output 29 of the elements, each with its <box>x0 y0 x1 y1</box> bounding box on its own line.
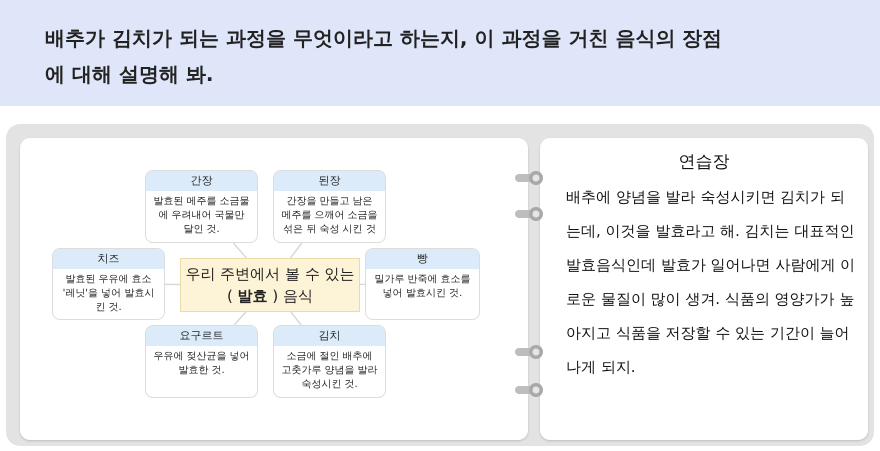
topic-card <box>273 325 386 398</box>
central-topic-box: 우리 주변에서 볼 수 있는 ( 발효 ) 음식 <box>180 258 360 312</box>
connector-line <box>232 242 247 258</box>
topic-card <box>365 248 480 320</box>
title-text: 배추가 김치가 되는 과정을 무엇이라고 하는지, 이 과정을 거친 음식의 장점에 대해 설명해 봐. <box>45 25 724 88</box>
notepad-page <box>540 138 868 440</box>
card-text: 우유에 젖산균을 넣어 발효한 것. <box>152 350 251 378</box>
card-header: 치즈 <box>53 249 164 269</box>
card-header: 된장 <box>274 171 385 191</box>
page-heading: 연습장 <box>678 151 730 173</box>
topic-card <box>145 170 258 243</box>
card-text: 소금에 절인 배추에 고춧가루 양념을 발라 숙성시킨 것. <box>280 350 379 392</box>
connector-line <box>234 312 246 326</box>
card-text: 발효된 우유에 효소 '레닛'을 넣어 발효시킨 것. <box>62 273 156 315</box>
connector-line <box>290 242 302 258</box>
connector-line <box>165 284 180 286</box>
card-header: 요구르트 <box>146 326 257 346</box>
handwritten-note: 배추에 양념을 발라 숙성시키면 김치가 되는데, 이것을 발효라고 해. 김치는 대표적인 발효음식인데 발효가 일어나면 사람에게 이로운 물질이 많이 생겨. 식품의 영양가가 높아지고 식품을 저장할 수 있는 기간이 늘어나게 되지. <box>566 187 856 378</box>
card-text: 발효된 메주를 소금물에 우려내어 국물만 달인 것. <box>152 195 251 237</box>
card-header: 김치 <box>274 326 385 346</box>
topic-card <box>52 248 165 320</box>
card-text: 간장을 만들고 남은 메주를 으깨어 소금을 섞은 뒤 숙성 시킨 것 <box>280 195 379 237</box>
card-header: 간장 <box>146 171 257 191</box>
connector-line <box>290 312 302 326</box>
card-header: 빵 <box>366 249 479 269</box>
connector-line <box>360 284 365 286</box>
card-text: 밀가루 반죽에 효소를 넣어 발효시킨 것. <box>373 273 472 301</box>
topic-card <box>145 325 258 398</box>
topic-card <box>273 170 386 243</box>
